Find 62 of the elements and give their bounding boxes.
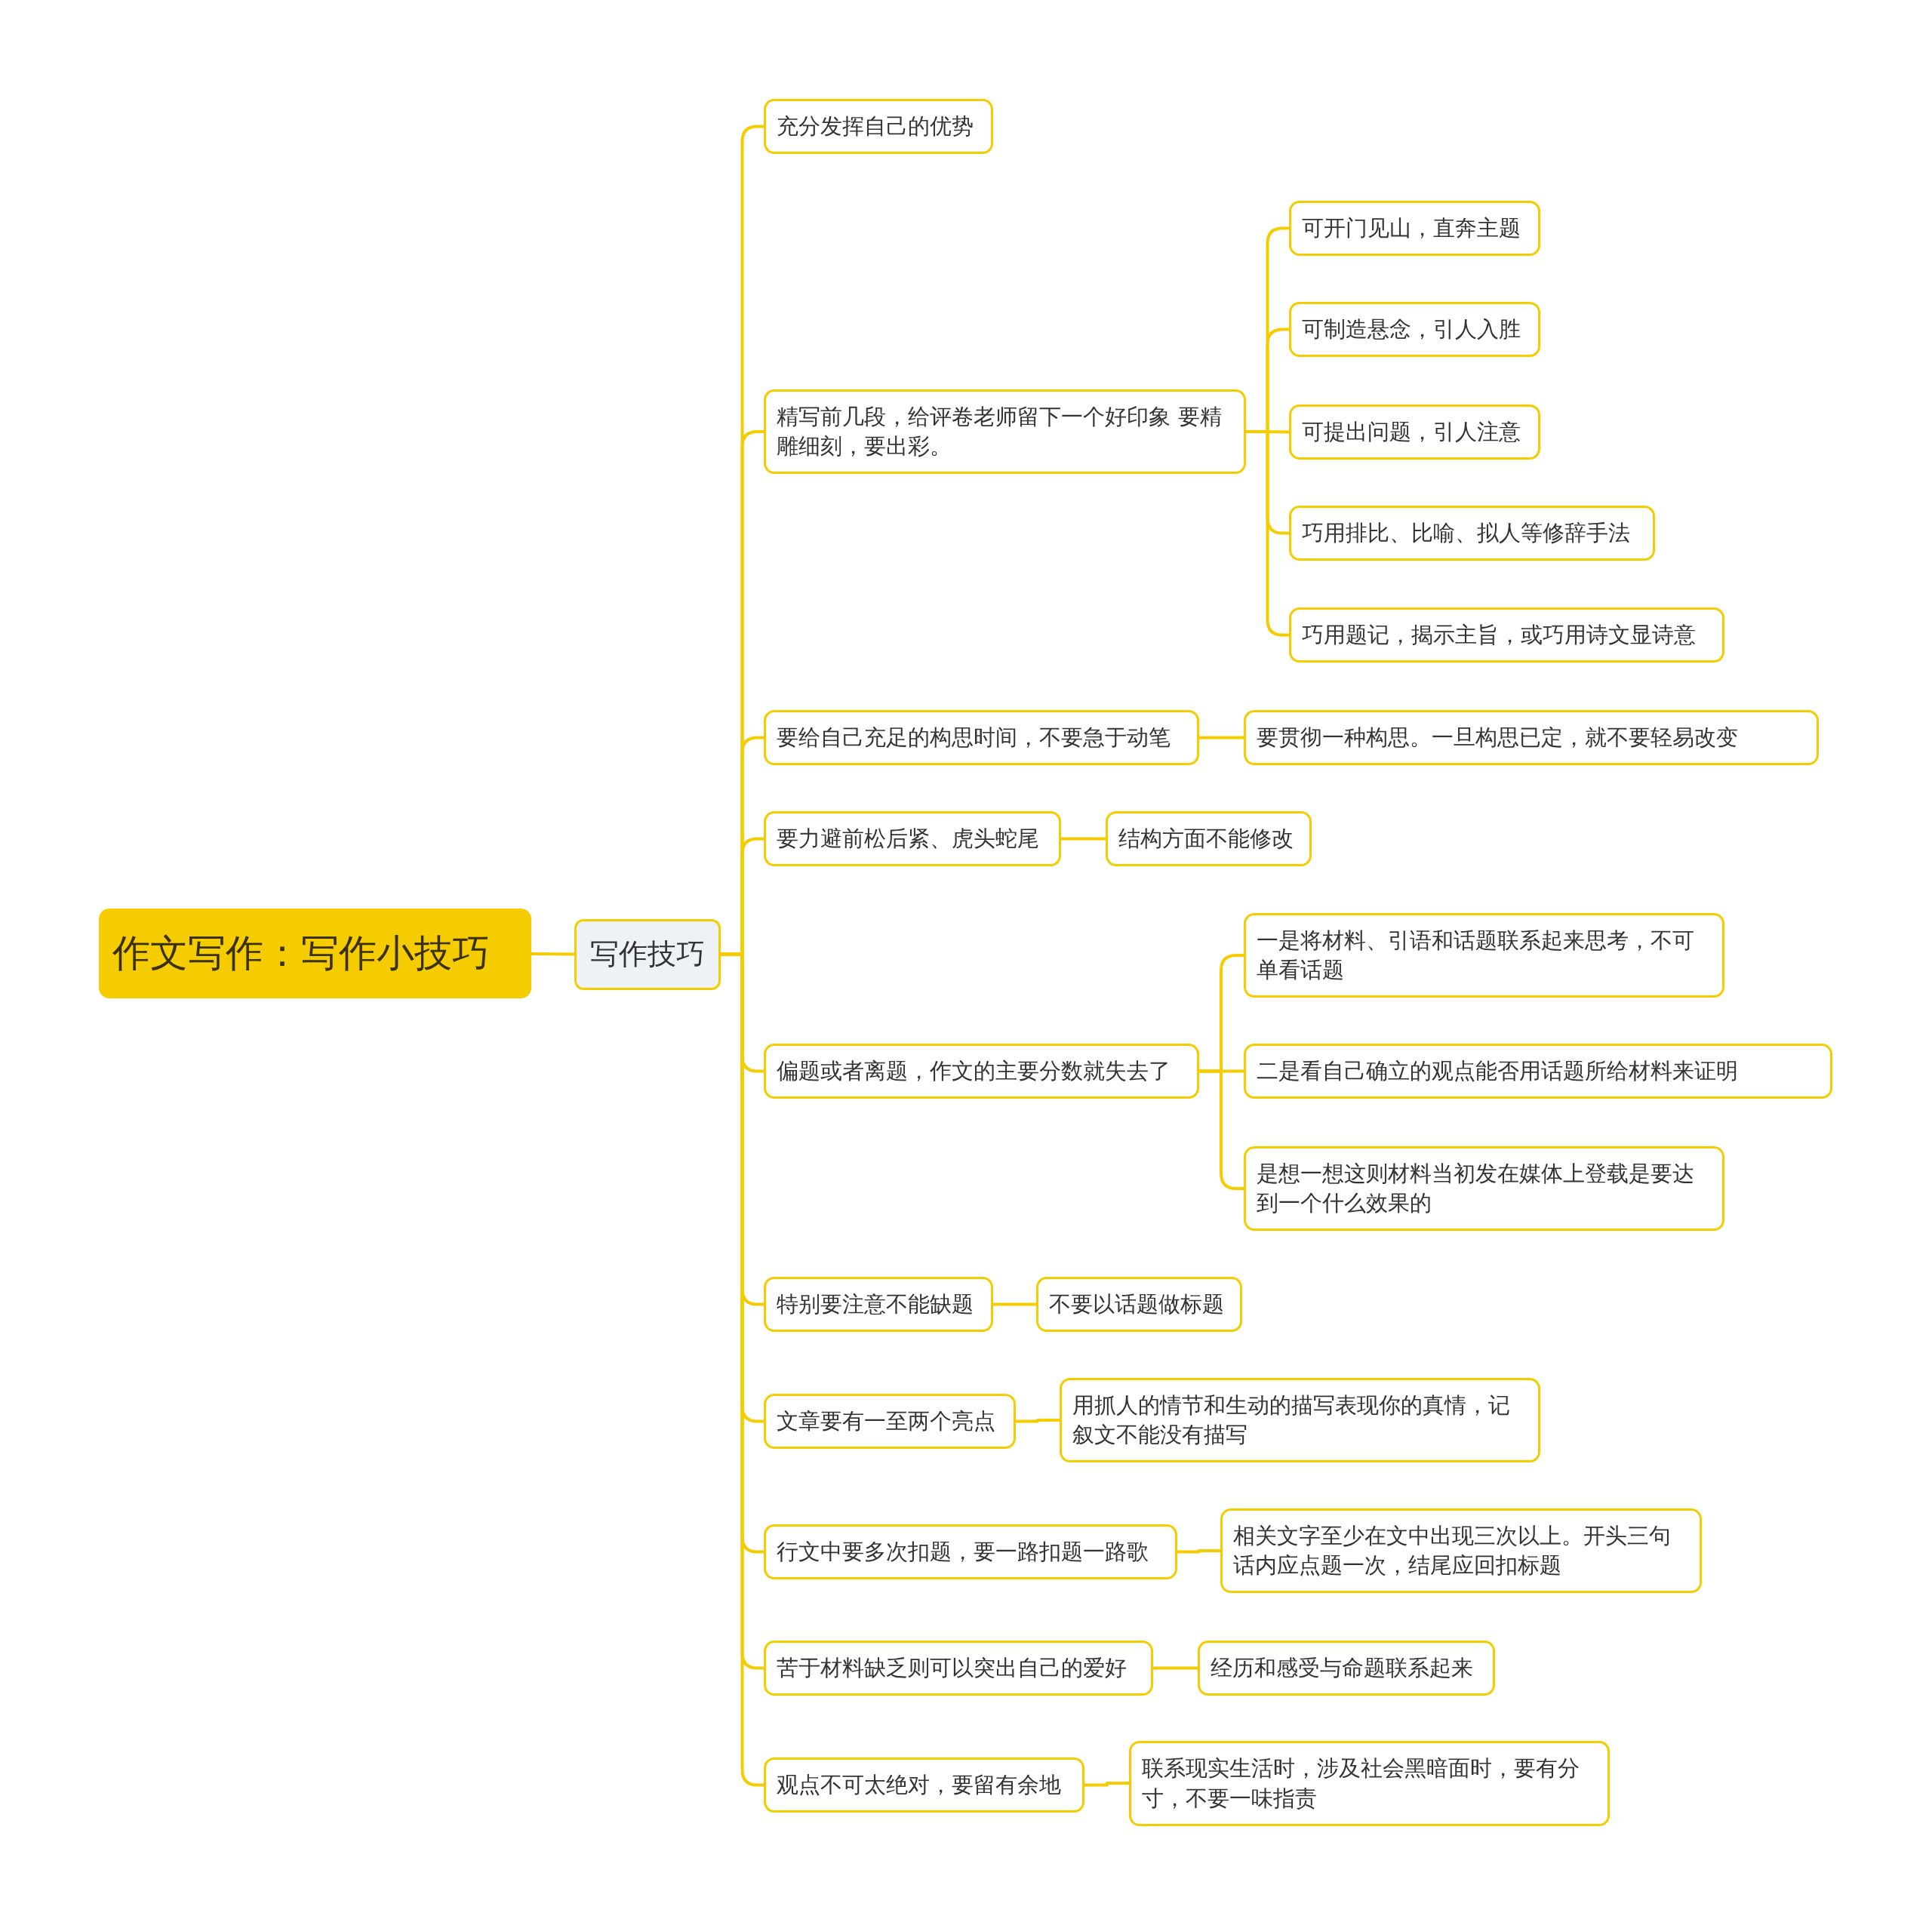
topic-box [764, 1393, 1016, 1450]
topic-text: 可提出问题，引人注意 [1302, 417, 1522, 446]
topic-text: 结构方面不能修改 [1118, 824, 1294, 853]
topic-text: 要贯彻一种构思。一旦构思已定，就不要轻易改变 [1256, 723, 1739, 752]
topic-box [1289, 607, 1724, 663]
topic-box [764, 1044, 1199, 1099]
topic-text: 观点不可太绝对，要留有余地 [777, 1770, 1063, 1799]
topic-box [764, 98, 994, 154]
topic-text: 写作技巧 [589, 936, 706, 973]
topic-text: 要给自己充足的构思时间，不要急于动笔 [777, 723, 1172, 752]
connector-line [531, 952, 575, 956]
topic-box [764, 1276, 994, 1332]
topic-text: 不要以话题做标题 [1049, 1290, 1226, 1318]
topic-box [764, 1524, 1177, 1580]
connector-line [1061, 837, 1106, 841]
topic-box [764, 1640, 1154, 1696]
topic-box [764, 1757, 1085, 1813]
topic-box [1289, 302, 1541, 358]
topic-text: 特别要注意不能缺题 [777, 1290, 975, 1318]
topic-box [764, 810, 1061, 866]
topic-box [1243, 709, 1820, 765]
topic-text: 巧用题记，揭示主旨，或巧用诗文显诗意 [1302, 621, 1697, 650]
topic-text: 经历和感受与命题联系起来 [1211, 1653, 1475, 1682]
topic-text: 作文写作：写作小技巧 [112, 930, 491, 976]
topic-text: 文章要有一至两个亮点 [777, 1407, 997, 1435]
topic-text: 偏题或者离题，作文的主要分数就失去了 [777, 1057, 1172, 1086]
topic-box [1289, 404, 1541, 460]
topic-text: 充分发挥自己的优势 [777, 112, 975, 140]
topic-text: 可开门见山，直奔主题 [1302, 214, 1522, 243]
topic-box [1105, 810, 1312, 866]
topic-box [1198, 1640, 1495, 1696]
topic-text: 联系现实生活时，涉及社会黑暗面时，要有分寸，不要一味指责 [1141, 1754, 1580, 1813]
topic-text: 要力避前松后紧、虎头蛇尾 [777, 824, 1041, 853]
connector-line [1198, 736, 1244, 740]
connector-line [1084, 1782, 1129, 1787]
topic-box [1220, 1508, 1703, 1594]
topic-box [1289, 201, 1541, 257]
topic-text: 一是将材料、引语和话题联系起来思考，不可单看话题 [1256, 927, 1695, 985]
connector-line [1177, 1549, 1220, 1554]
topic-box [1243, 1146, 1724, 1231]
topic-text: 行文中要多次扣题，要一路扣题一路歌 [777, 1538, 1150, 1566]
connector-line [1153, 1666, 1198, 1670]
topic-text: 相关文字至少在文中出现三次以上。开头三句话内应点题一次，结尾应回扣标题 [1232, 1521, 1672, 1579]
connector-line [1015, 1419, 1060, 1423]
topic-text: 苦于材料缺乏则可以突出自己的爱好 [777, 1653, 1128, 1682]
topic-text: 精写前几段，给评卷老师留下一个好印象 要精雕细刻，要出彩。 [777, 403, 1223, 461]
topic-text: 可制造悬念，引人入胜 [1302, 315, 1522, 344]
topic-box [1060, 1377, 1541, 1462]
topic-box [1128, 1741, 1610, 1826]
topic-text: 巧用排比、比喻、拟人等修辞手法 [1302, 518, 1632, 547]
topic-box [1243, 1044, 1833, 1099]
topic-box [1036, 1276, 1243, 1332]
topic-text: 是想一想这则材料当初发在媒体上登载是要达到一个什么效果的 [1256, 1159, 1695, 1217]
main-topic [574, 919, 721, 990]
connector-line [993, 1302, 1036, 1306]
topic-box [764, 709, 1199, 765]
topic-box [1289, 505, 1656, 561]
topic-text: 用抓人的情节和生动的描写表现你的真情，记叙文不能没有描写 [1072, 1391, 1512, 1449]
topic-box [1243, 913, 1724, 998]
topic-box [764, 389, 1246, 475]
root-topic [98, 908, 531, 998]
topic-text: 二是看自己确立的观点能否用话题所给材料来证明 [1256, 1057, 1739, 1086]
